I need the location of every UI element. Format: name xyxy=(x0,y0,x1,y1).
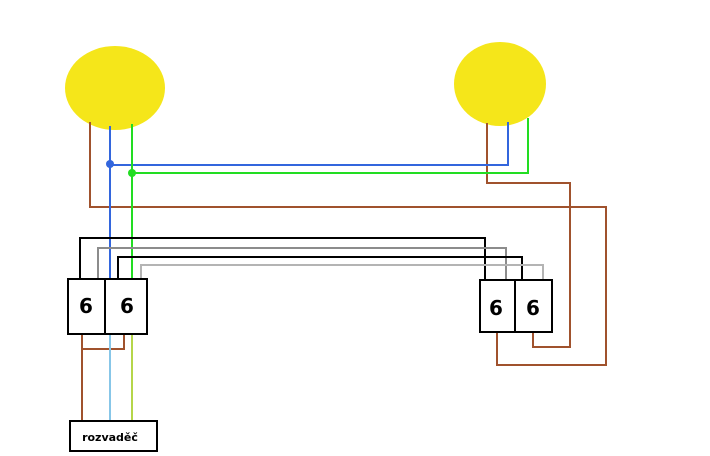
right-switch: 6 6 xyxy=(479,279,553,333)
distribution-box: rozvaděč xyxy=(69,420,158,452)
left-switch-box-2 xyxy=(104,278,148,335)
distribution-box-frame xyxy=(69,420,158,452)
right-switch-box-2 xyxy=(514,279,553,333)
right-switch-label-1: 6 xyxy=(489,296,503,320)
black-traveller-wire-2 xyxy=(117,256,523,280)
blue-junction-dot xyxy=(106,160,114,168)
left-switch-label-2: 6 xyxy=(120,294,134,318)
black-traveller-wire xyxy=(79,237,486,280)
brown-wire-left-lamp xyxy=(89,122,607,366)
light-gray-traveller-wire xyxy=(140,264,544,280)
brown-wire-left-switch-bridge xyxy=(81,334,125,350)
green-wire-lamps xyxy=(131,118,529,174)
right-lamp xyxy=(454,42,546,126)
left-lamp xyxy=(65,46,165,130)
green-junction-dot xyxy=(128,169,136,177)
left-switch-label-1: 6 xyxy=(79,294,93,318)
blue-wire-lamps xyxy=(109,122,509,166)
left-switch: 6 6 xyxy=(67,278,148,335)
right-switch-box-1 xyxy=(479,279,516,333)
distribution-box-label: rozvaděč xyxy=(82,431,138,444)
right-switch-label-2: 6 xyxy=(526,296,540,320)
